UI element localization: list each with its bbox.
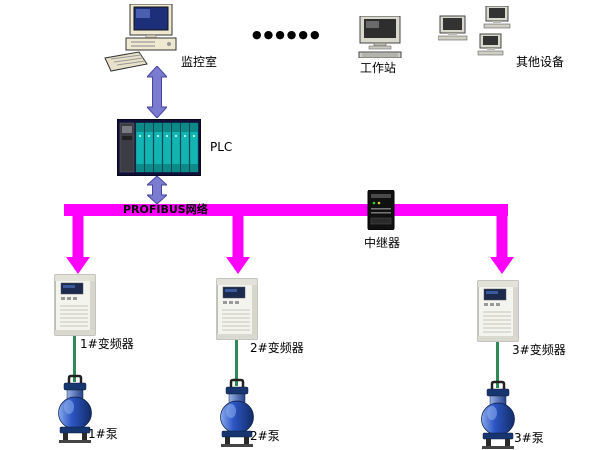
monitoring-room-label: 监控室: [181, 55, 218, 69]
bus-drop-arrow-3: [490, 216, 514, 274]
vfd-3-icon: [477, 280, 519, 342]
profibus-bus: [64, 204, 508, 216]
plc-label: PLC: [210, 140, 233, 154]
pump-1-icon: [56, 374, 94, 444]
plc-icon: [117, 119, 201, 176]
profibus-bus-label: PROFIBUS网络: [123, 203, 208, 216]
pump-2-icon: [218, 378, 256, 448]
vfd-1-icon: [54, 274, 96, 336]
computer-plc-link-arrow: [147, 66, 167, 118]
pump-3-label: 3#泵: [514, 431, 544, 445]
monitoring-computer-icon: [103, 4, 195, 72]
vfd-3-label: 3#变频器: [512, 343, 566, 357]
pump-3-icon: [479, 380, 517, 450]
vfd-2-label: 2#变频器: [250, 341, 304, 355]
plc-bus-link-arrow: [147, 176, 167, 204]
repeater-icon: [366, 190, 396, 230]
ellipsis-dots: ●●●●●●: [252, 28, 322, 41]
other-devices-label: 其他设备: [516, 55, 565, 69]
pump-2-label: 2#泵: [250, 429, 280, 443]
pump-1-label: 1#泵: [88, 427, 118, 441]
vfd2-pump2-link: [235, 340, 238, 386]
vfd-1-label: 1#变频器: [80, 337, 134, 351]
vfd1-pump1-link: [73, 336, 76, 382]
vfd-2-icon: [216, 278, 258, 340]
repeater-label: 中继器: [364, 236, 401, 250]
bus-drop-arrow-1: [66, 216, 90, 274]
workstation-icon: [357, 16, 403, 58]
other-devices-icon: [438, 6, 516, 62]
workstation-label: 工作站: [360, 61, 397, 75]
bus-drop-arrow-2: [226, 216, 250, 274]
vfd3-pump3-link: [496, 342, 499, 388]
